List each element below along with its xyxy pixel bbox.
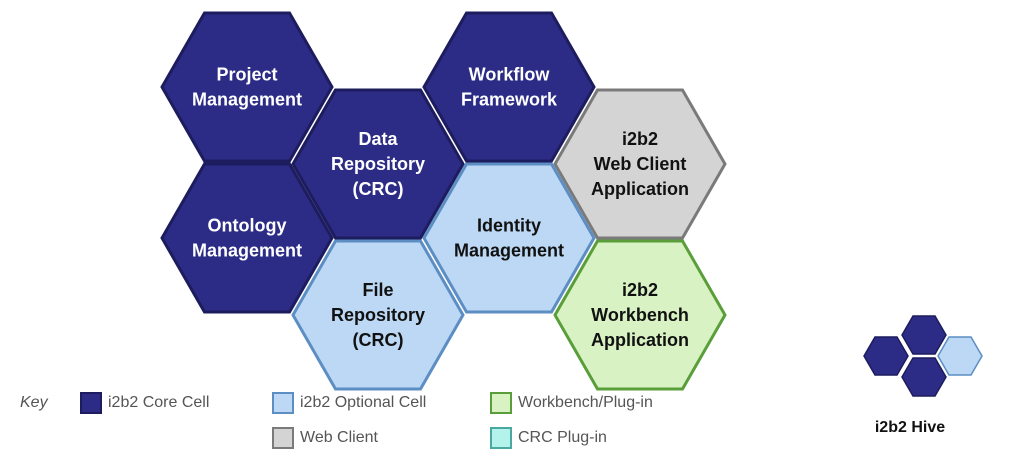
hex-label-identity-management-line-1: Identity (477, 216, 541, 236)
hex-label-project-management-line-1: Project (216, 65, 277, 85)
hive-logo-cell-4 (937, 336, 983, 376)
legend-item-label: Workbench/Plug-in (518, 394, 653, 411)
hex-workflow-framework (422, 11, 596, 163)
legend-item-workbench-plugin: Workbench/Plug-in (490, 392, 653, 414)
hive-logo-cell-1 (863, 336, 909, 376)
hex-workbench-application (553, 239, 727, 391)
hex-label-identity-management-line-2: Management (454, 241, 564, 261)
hive-logo-cell-3 (901, 357, 947, 397)
legend-item-label: i2b2 Optional Cell (300, 394, 427, 411)
hive-logo-cell-2 (901, 315, 947, 355)
hex-label-data-repository-crc-line-3: (CRC) (353, 179, 404, 199)
hex-label-web-client-application-line-1: i2b2 (622, 129, 658, 149)
legend-item-core-cell: i2b2 Core Cell (80, 392, 209, 414)
legend-swatch-workbench (490, 392, 512, 414)
hex-data-repository-crc (291, 88, 465, 240)
hive-logo-caption: i2b2 Hive (874, 419, 946, 436)
hex-label-workflow-framework-line-2: Framework (461, 90, 558, 110)
hex-label-ontology-management-line-2: Management (192, 241, 302, 261)
hex-label-workbench-application-line-2: Workbench (591, 305, 689, 325)
legend-swatch-plugin (490, 427, 512, 449)
hex-identity-management (422, 162, 596, 314)
hex-label-workbench-application-line-3: Application (591, 330, 689, 350)
legend-swatch-web (272, 427, 294, 449)
legend-key-label: Key (20, 394, 48, 411)
hex-label-file-repository-crc-line-3: (CRC) (353, 330, 404, 350)
hex-ontology-management (160, 162, 334, 314)
hex-label-ontology-management-line-1: Ontology (208, 216, 287, 236)
hex-label-workbench-application-line-1: i2b2 (622, 280, 658, 300)
hex-label-web-client-application-line-2: Web Client (594, 154, 687, 174)
hex-label-project-management-line-2: Management (192, 90, 302, 110)
legend-item-label: Web Client (300, 429, 378, 446)
legend-item-web-client: Web Client (272, 427, 378, 449)
hex-label-file-repository-crc-line-2: Repository (331, 305, 425, 325)
hex-file-repository-crc (291, 239, 465, 391)
hex-label-data-repository-crc-line-1: Data (358, 129, 398, 149)
legend-item-label: i2b2 Core Cell (108, 394, 210, 411)
hex-label-file-repository-crc-line-1: File (362, 280, 393, 300)
legend-swatch-core (80, 392, 102, 414)
hex-project-management (160, 11, 334, 163)
hex-label-data-repository-crc-line-2: Repository (331, 154, 425, 174)
legend-item-label: CRC Plug-in (518, 429, 607, 446)
hex-web-client-application (553, 88, 727, 240)
legend-item-optional-cell: i2b2 Optional Cell (272, 392, 426, 414)
legend-item-crc-plugin: CRC Plug-in (490, 427, 607, 449)
hex-label-workflow-framework-line-1: Workflow (469, 65, 551, 85)
hex-label-web-client-application-line-3: Application (591, 179, 689, 199)
legend-swatch-optional (272, 392, 294, 414)
